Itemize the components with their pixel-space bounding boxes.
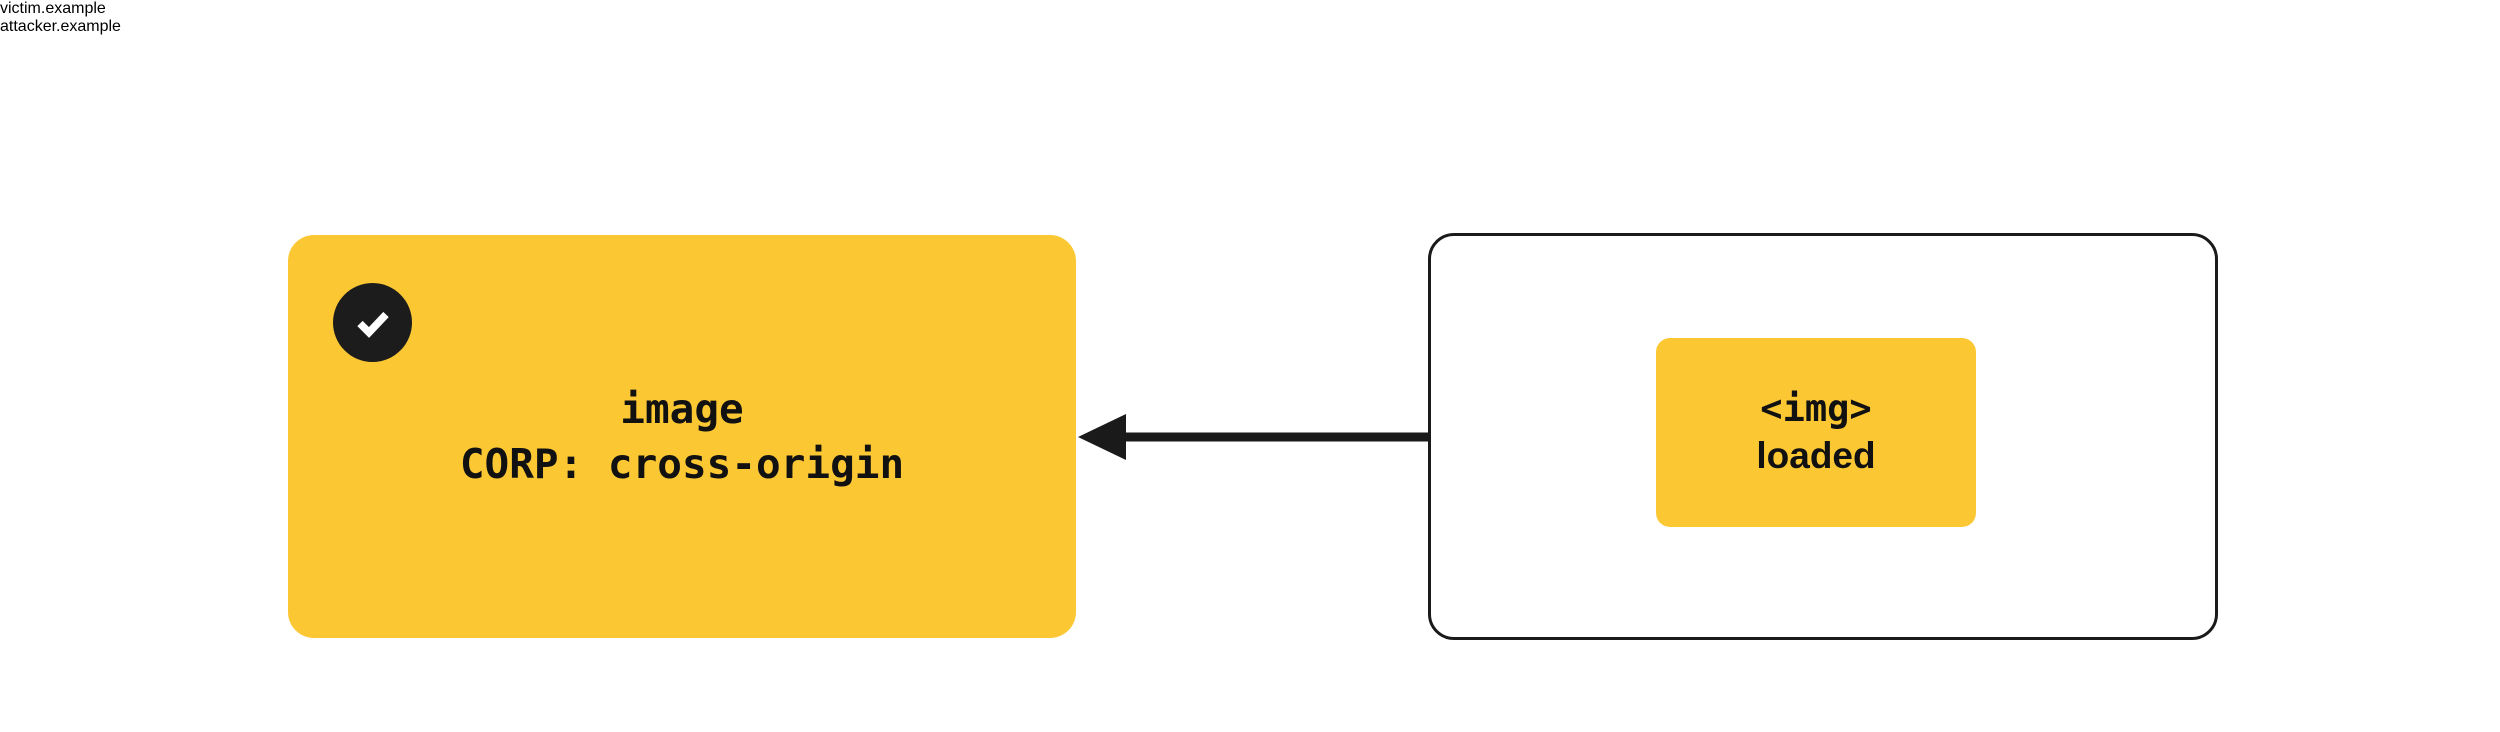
request-arrow [1070, 400, 1670, 480]
victim-resource-kind: image [620, 385, 744, 434]
attacker-origin-label: attacker.example [0, 18, 121, 35]
img-tag-label: <img> [1760, 387, 1872, 431]
victim-corp-header: CORP: cross-origin [459, 439, 905, 488]
victim-resource-box: image CORP: cross-origin [288, 235, 1076, 638]
victim-origin-label: victim.example [0, 0, 106, 17]
attacker-img-element-box: <img> loaded [1656, 338, 1976, 527]
check-icon [333, 283, 412, 362]
img-status-label: loaded [1756, 434, 1876, 476]
victim-resource-text: image CORP: cross-origin [288, 235, 1076, 638]
